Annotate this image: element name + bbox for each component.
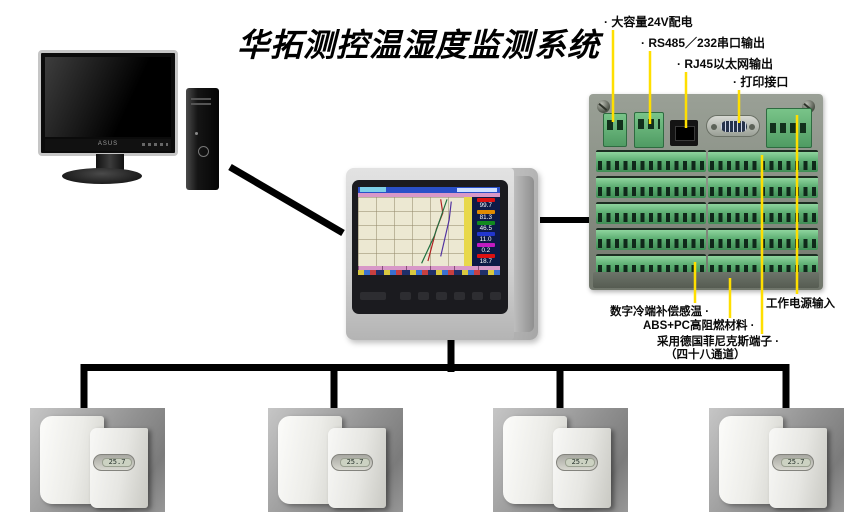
recorder-screen: 99.7 81.3 46.5 11.0 — [358, 187, 500, 275]
db9-pins — [721, 121, 747, 132]
recorder-key — [472, 292, 483, 300]
annotation-working-power: 工作电源输入 — [766, 298, 835, 310]
rj45-ethernet-port — [670, 120, 698, 146]
printer-db9-port — [706, 115, 760, 137]
recorder-screen-clock-chip — [457, 187, 497, 192]
sensor-lcd: 25.7 — [556, 454, 598, 471]
recorder-key — [436, 292, 447, 300]
channel-readout: 99.7 — [472, 198, 500, 209]
recorder-bezel: 99.7 81.3 46.5 11.0 — [352, 180, 508, 314]
recorder-key — [418, 292, 429, 300]
panel-screw — [597, 100, 610, 113]
monitor-bezel: ASUS — [45, 139, 171, 151]
recorder-key — [400, 292, 411, 300]
annotation-48-channels: （四十八通道） — [665, 349, 746, 361]
recorder-screen-main: 99.7 81.3 46.5 11.0 — [358, 197, 500, 266]
channel-value: 81.3 — [479, 213, 493, 221]
humidity-temp-sensor-1: 25.7 — [30, 408, 165, 512]
channel-terminal-strip — [596, 150, 706, 172]
recorder-channel-values: 99.7 81.3 46.5 11.0 — [472, 197, 500, 266]
sensor-lcd-value: 25.7 — [102, 458, 132, 467]
humidity-temp-sensor-2: 25.7 — [268, 408, 403, 512]
annotation-printer-port: · 打印接口 — [733, 75, 789, 89]
channel-value: 11.0 — [480, 236, 492, 243]
recorder-key — [490, 292, 501, 300]
sensor-lcd-value: 25.7 — [781, 458, 811, 467]
sensor-lcd: 25.7 — [772, 454, 814, 471]
sensor-lcd-value: 25.7 — [565, 458, 595, 467]
channel-readout: 81.3 — [472, 209, 500, 221]
recorder-screen-toolbar — [358, 269, 500, 275]
humidity-temp-sensor-3: 25.7 — [493, 408, 628, 512]
channel-terminal-strip — [596, 176, 706, 198]
recorder-trend-chart — [358, 197, 464, 266]
channel-color-chip — [477, 198, 495, 203]
recorder-screen-axisbar — [358, 265, 500, 270]
annotation-rj45-ethernet: · RJ45以太网输出 — [677, 57, 774, 71]
annotation-rs485-232: · RS485／232串口输出 — [641, 36, 766, 50]
humidity-temp-sensor-4: 25.7 — [709, 408, 844, 512]
terminal-holes — [770, 123, 808, 133]
channel-terminal-strip — [596, 254, 706, 276]
tower-led — [195, 132, 198, 135]
monitor-buttons — [142, 143, 168, 146]
channel-value: 18.7 — [479, 258, 493, 265]
power-24v-terminal — [603, 113, 627, 147]
recorder-screen-title-chip — [360, 187, 386, 193]
annotation-abs-pc-material: ABS+PC高阻燃材料 · — [643, 320, 755, 332]
sensor-unit-display: 25.7 — [90, 428, 148, 508]
channel-color-chip — [477, 242, 495, 247]
sensor-lcd: 25.7 — [93, 454, 135, 471]
channel-readout: 46.5 — [472, 220, 500, 232]
sensor-unit-display: 25.7 — [328, 428, 386, 508]
sensor-lcd-value: 25.7 — [340, 458, 370, 467]
annotation-cold-junction: 数字冷端补偿感温 · — [610, 306, 710, 318]
paperless-recorder: 99.7 81.3 46.5 11.0 — [346, 168, 538, 340]
tower-drive-bays — [191, 98, 211, 108]
page-title: 华拓测控温湿度监测系统 — [237, 27, 601, 63]
pc-monitor: ASUS — [38, 50, 178, 156]
recorder-side — [514, 176, 534, 332]
pc-tower — [186, 88, 219, 190]
sensor-unit-display: 25.7 — [553, 428, 611, 508]
db9-screw-post — [711, 124, 717, 130]
monitor-screen — [45, 57, 171, 137]
monitor-brand-label: ASUS — [97, 141, 119, 147]
annotation-phoenix-terminals: 采用德国菲尼克斯端子 · — [657, 336, 780, 348]
db9-screw-post — [749, 124, 755, 130]
recorder-front: 99.7 81.3 46.5 11.0 — [346, 168, 514, 340]
recorder-key — [454, 292, 465, 300]
channel-color-chip — [477, 220, 495, 225]
trend-curves — [421, 199, 452, 264]
monitor-stand-neck — [96, 154, 124, 171]
channel-color-chip — [477, 231, 495, 236]
recorder-screen-titlebar — [358, 187, 500, 193]
channel-readout: 11.0 — [472, 231, 500, 243]
terminal-holes — [607, 120, 623, 130]
channel-color-chip — [477, 253, 495, 258]
channel-terminal-strip — [596, 202, 706, 224]
channel-value: 0.2 — [481, 247, 491, 254]
channel-color-chip — [477, 209, 495, 214]
channel-readout: 18.7 — [472, 253, 500, 265]
annotation-24v-power: · 大容量24V配电 — [604, 15, 693, 29]
channel-value: 99.7 — [479, 202, 493, 210]
channel-readout: 0.2 — [472, 242, 500, 254]
sensor-unit-display: 25.7 — [769, 428, 827, 508]
channel-terminal-strip — [596, 228, 706, 250]
channel-value: 46.5 — [479, 224, 493, 232]
recorder-channel-strip — [464, 197, 472, 266]
sensor-lcd: 25.7 — [331, 454, 373, 471]
recorder-screen-infobar — [358, 192, 500, 198]
mains-power-terminal — [766, 108, 812, 148]
recorder-key-menu — [360, 292, 386, 300]
monitor-stand-base — [62, 168, 142, 184]
tower-power-button — [198, 146, 209, 157]
